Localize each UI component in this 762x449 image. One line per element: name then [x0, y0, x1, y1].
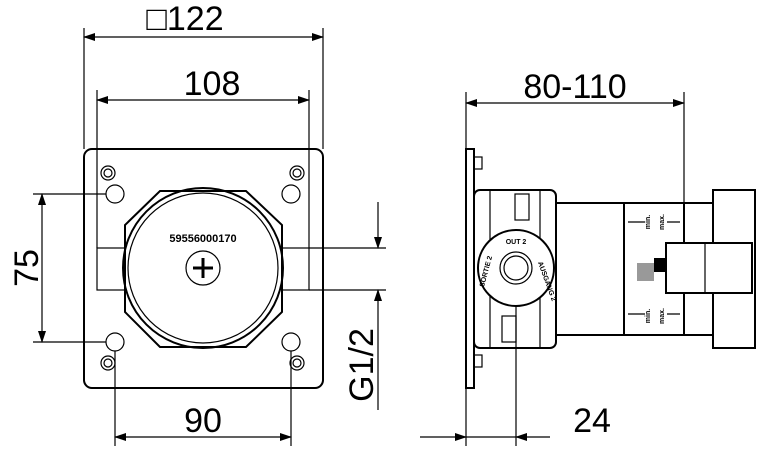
screw-icon: [185, 250, 221, 286]
min-max-markers: min. max. min. max.: [628, 214, 680, 324]
side-view: OUT 2 SORTIE 2 AUSGANG 2 min. max. min. …: [420, 68, 756, 446]
part-number: 59556000170: [169, 233, 236, 245]
dim-hole-horizontal: 90: [184, 402, 222, 440]
dim-mount-width: 108: [184, 65, 241, 103]
left-tab: [96, 247, 126, 291]
label-out: OUT 2: [506, 239, 527, 246]
svg-text:max.: max.: [659, 308, 666, 324]
dim-plate-to-port: 24: [573, 402, 611, 440]
dim-hole-vertical: 75: [8, 249, 46, 287]
dim-depth-range: 80-110: [523, 68, 626, 106]
right-tab: [281, 247, 310, 291]
side-plate: [465, 148, 475, 389]
svg-text:min.: min.: [645, 309, 652, 323]
dim-plate-size: □122: [146, 0, 223, 38]
body-circle: [122, 187, 284, 349]
front-view: 59556000170 □122 108 75 G1/2 90: [8, 0, 386, 446]
svg-text:max.: max.: [659, 214, 666, 230]
mounting-holes: [100, 165, 305, 371]
mounting-plate: [83, 148, 324, 389]
dim-thread: G1/2: [343, 328, 381, 402]
svg-text:min.: min.: [645, 215, 652, 229]
